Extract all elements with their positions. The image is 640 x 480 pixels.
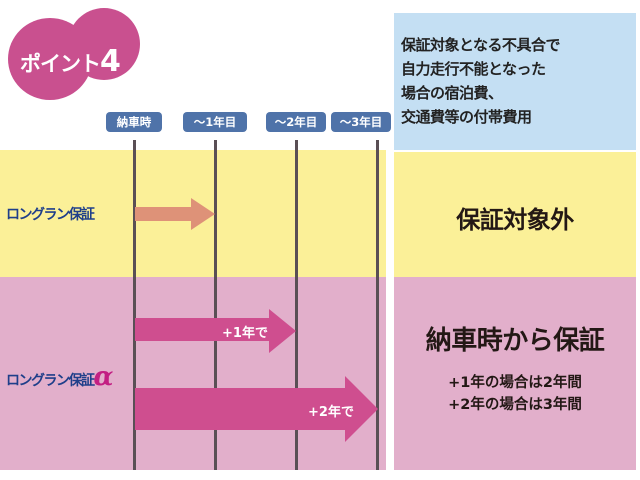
alpha-result-details: +1年の場合は2年間 +2年の場合は3年間	[448, 375, 582, 413]
badge-label: ポイント4	[20, 44, 121, 79]
point-badge: ポイント4	[8, 8, 140, 100]
alpha-symbol: α	[93, 362, 114, 392]
standard-plan-label: ロングラン保証	[6, 207, 95, 223]
alpha-plan-label: ロングラン保証α	[6, 362, 114, 392]
tick-year-2: ～2年目	[266, 112, 326, 132]
alpha-arrow-1-label: +1年で	[222, 326, 268, 341]
alpha-arrow-2-icon	[135, 376, 378, 442]
info-header-box	[394, 13, 636, 150]
alpha-result-box	[394, 277, 636, 470]
timeline-line-year-3	[376, 140, 379, 470]
timeline-line-year-1	[214, 140, 217, 470]
standard-arrow-icon	[135, 198, 215, 230]
tick-year-1: ～1年目	[183, 112, 247, 132]
alpha-arrow-2-label: +2年で	[308, 405, 354, 420]
tick-year-3: ～3年目	[331, 112, 391, 132]
timeline-line-year-2	[295, 140, 298, 470]
standard-result-text: 保証対象外	[456, 206, 574, 234]
timeline-line-delivery	[133, 140, 136, 470]
alpha-row-band	[0, 277, 386, 470]
alpha-result-text: 納車時から保証	[425, 326, 605, 356]
standard-result-box	[394, 152, 636, 277]
info-header-text: 保証対象となる不具合で 自力走行不能となった 場合の宿泊費、 交通費等の付帯費用	[401, 36, 561, 126]
tick-delivery: 納車時	[106, 112, 162, 132]
badge-circle-right	[68, 8, 140, 80]
alpha-arrow-1-icon	[135, 309, 296, 353]
